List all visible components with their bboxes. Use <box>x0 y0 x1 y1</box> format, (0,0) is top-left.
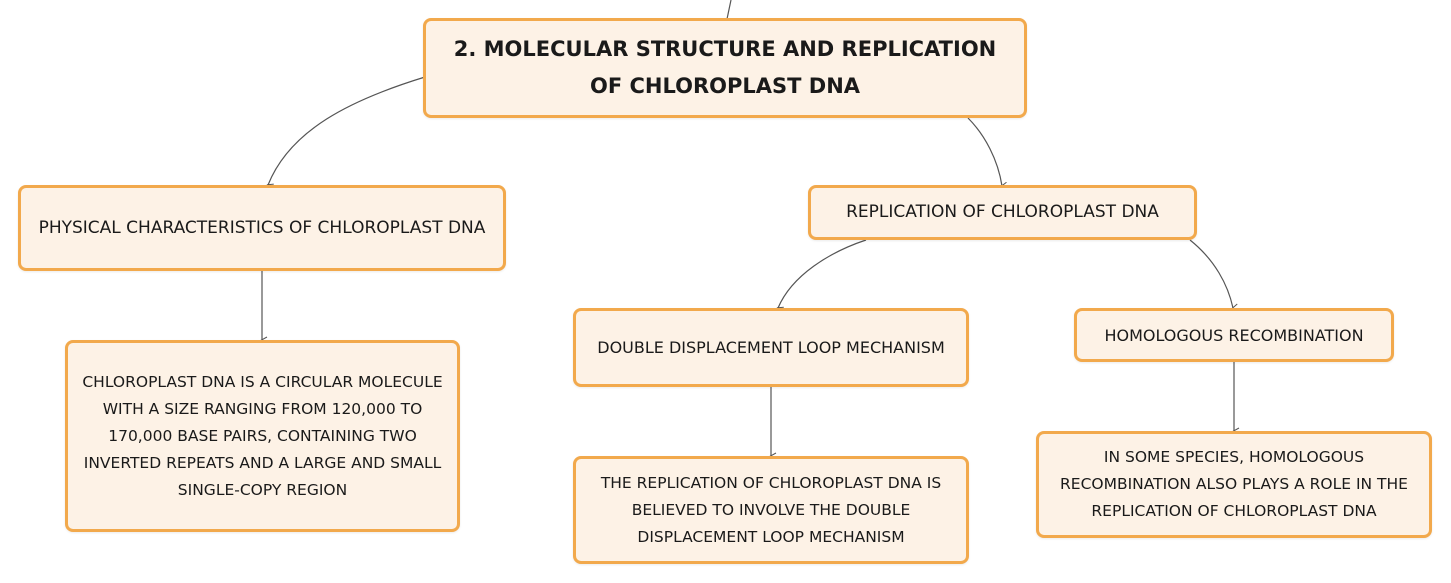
homologous-recombination-detail-text: IN SOME SPECIES, HOMOLOGOUS RECOMBINATIO… <box>1060 448 1408 520</box>
homologous-recombination-detail-node[interactable]: IN SOME SPECIES, HOMOLOGOUS RECOMBINATIO… <box>1036 431 1432 538</box>
root-topic-title: 2. MOLECULAR STRUCTURE AND REPLICATION O… <box>453 37 997 98</box>
connector-replication-to-dloop <box>778 239 867 308</box>
physical-characteristics-label: PHYSICAL CHARACTERISTICS OF CHLOROPLAST … <box>38 217 486 238</box>
connector-root-to-physical <box>268 76 426 185</box>
physical-characteristics-detail-text: CHLOROPLAST DNA IS A CIRCULAR MOLECULE W… <box>82 372 443 499</box>
homologous-recombination-label: HOMOLOGOUS RECOMBINATION <box>1104 325 1364 345</box>
connector-parent-to-root <box>726 0 732 20</box>
replication-node[interactable]: REPLICATION OF CHLOROPLAST DNA <box>808 185 1197 240</box>
double-displacement-loop-detail-node[interactable]: THE REPLICATION OF CHLOROPLAST DNA IS BE… <box>573 456 969 564</box>
connector-root-to-replication <box>967 117 1002 186</box>
double-displacement-loop-detail-text: THE REPLICATION OF CHLOROPLAST DNA IS BE… <box>600 473 942 546</box>
root-topic-node[interactable]: 2. MOLECULAR STRUCTURE AND REPLICATION O… <box>423 18 1027 118</box>
double-displacement-loop-label: DOUBLE DISPLACEMENT LOOP MECHANISM <box>597 338 945 357</box>
homologous-recombination-node[interactable]: HOMOLOGOUS RECOMBINATION <box>1074 308 1394 362</box>
connector-replication-to-homologous <box>1189 239 1233 308</box>
physical-characteristics-detail-node[interactable]: CHLOROPLAST DNA IS A CIRCULAR MOLECULE W… <box>65 340 460 532</box>
physical-characteristics-node[interactable]: PHYSICAL CHARACTERISTICS OF CHLOROPLAST … <box>18 185 506 271</box>
replication-label: REPLICATION OF CHLOROPLAST DNA <box>846 202 1159 222</box>
double-displacement-loop-node[interactable]: DOUBLE DISPLACEMENT LOOP MECHANISM <box>573 308 969 387</box>
